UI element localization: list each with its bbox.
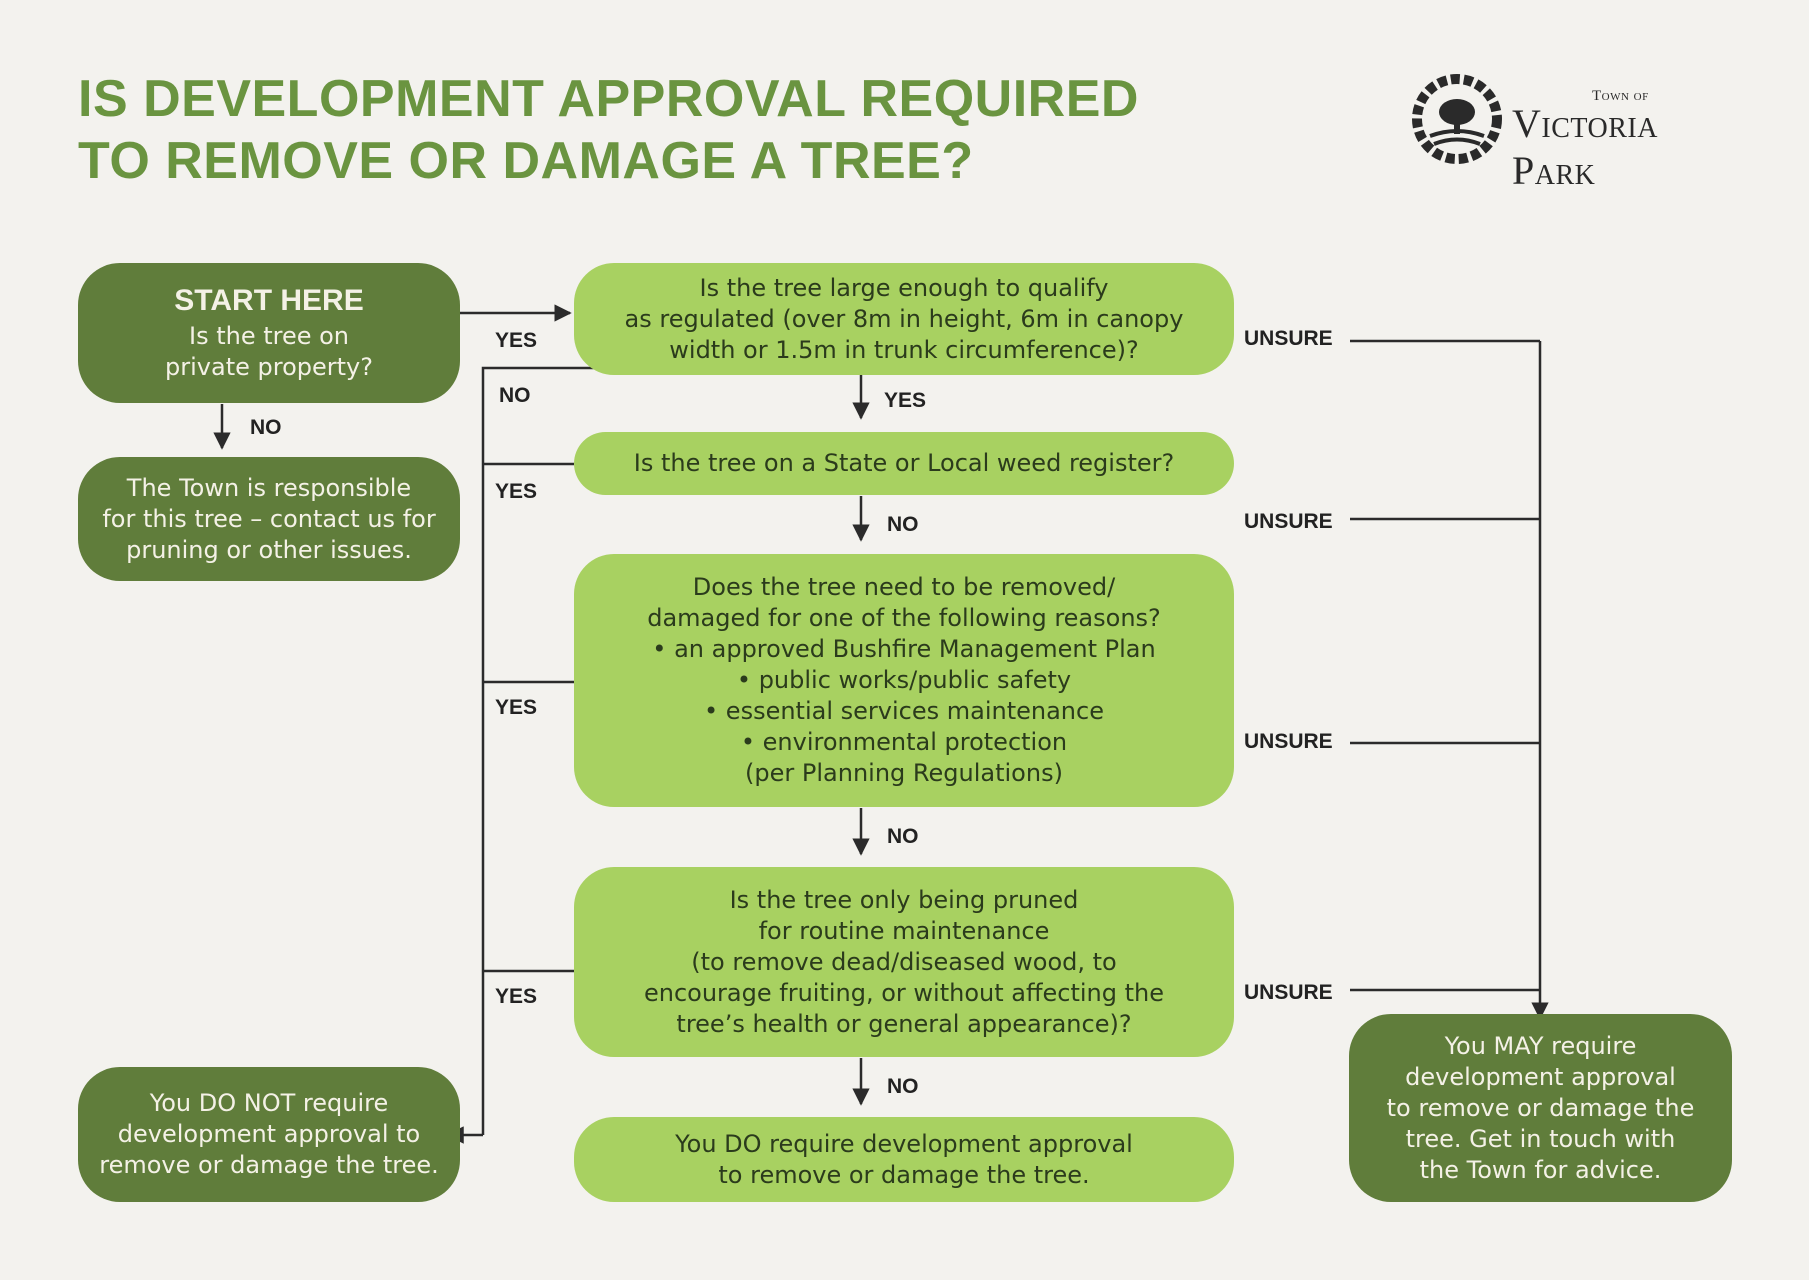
- question-2-line: Is the tree on a State or Local weed reg…: [633, 449, 1175, 477]
- question-1-line: as regulated (over 8m in height, 6m in c…: [624, 304, 1184, 333]
- question-3-line: (per Planning Regulations): [745, 759, 1063, 787]
- start-line: Is the tree on: [188, 322, 350, 350]
- label-yes-q4: YES: [495, 985, 538, 1008]
- question-2-box: Is the tree on a State or Local weed reg…: [574, 432, 1234, 495]
- do-not-require-line: development approval to: [117, 1120, 421, 1148]
- question-3-line: • public works/public safety: [736, 666, 1072, 694]
- do-require-box: You DO require development approval to r…: [574, 1117, 1234, 1202]
- question-3-line: • essential services maintenance: [704, 697, 1104, 725]
- start-line: private property?: [165, 353, 373, 381]
- town-responsible-line: The Town is responsible: [126, 473, 412, 502]
- label-no-q2: NO: [887, 513, 919, 536]
- start-heading: START HERE: [174, 284, 364, 317]
- logo-town-of: Town of: [1592, 88, 1649, 104]
- label-yes-q3: YES: [495, 696, 538, 719]
- title-line-2: TO REMOVE OR DAMAGE A TREE?: [78, 132, 974, 190]
- question-4-line: encourage fruiting, or without affecting…: [643, 978, 1165, 1007]
- may-require-line: the Town for advice.: [1419, 1155, 1662, 1184]
- do-not-require-box: You DO NOT require development approval …: [78, 1067, 460, 1202]
- tree-sun-logo-icon: [1412, 74, 1502, 164]
- question-1-line: width or 1.5m in trunk circumference)?: [669, 335, 1139, 364]
- label-no-q1: NO: [499, 384, 531, 407]
- start-box: START HERE Is the tree on private proper…: [78, 263, 460, 403]
- question-4-line: tree’s health or general appearance)?: [676, 1009, 1132, 1038]
- do-not-require-line: You DO NOT require: [149, 1089, 389, 1117]
- label-no-q3: NO: [887, 825, 919, 848]
- trunk-left: [481, 366, 594, 1135]
- label-unsure-q1: UNSURE: [1244, 327, 1333, 350]
- label-yes-start: YES: [495, 329, 538, 352]
- question-4-line: Is the tree only being pruned: [729, 885, 1079, 914]
- question-4-box: Is the tree only being pruned for routin…: [574, 867, 1234, 1057]
- question-4-line: (to remove dead/diseased wood, to: [691, 947, 1117, 976]
- question-3-box: Does the tree need to be removed/ damage…: [574, 554, 1234, 807]
- label-yes-q2: YES: [495, 480, 538, 503]
- town-responsible-line: for this tree – contact us for: [102, 504, 436, 533]
- may-require-line: development approval: [1405, 1062, 1676, 1091]
- question-3-line: damaged for one of the following reasons…: [647, 604, 1161, 632]
- label-no-q4: NO: [887, 1075, 919, 1098]
- label-no-start: NO: [250, 416, 282, 439]
- do-require-line: to remove or damage the tree.: [718, 1160, 1090, 1189]
- logo-victoria-park: Victoria Park: [1512, 101, 1658, 193]
- question-3-line: • environmental protection: [740, 728, 1068, 756]
- title-line-1: IS DEVELOPMENT APPROVAL REQUIRED: [78, 70, 1139, 128]
- may-require-box: You MAY require development approval to …: [1349, 1014, 1732, 1202]
- may-require-line: to remove or damage the: [1386, 1093, 1695, 1122]
- question-4-line: for routine maintenance: [758, 916, 1050, 945]
- town-responsible-line: pruning or other issues.: [126, 535, 412, 564]
- do-not-require-line: remove or damage the tree.: [99, 1151, 439, 1179]
- may-require-line: You MAY require: [1444, 1031, 1637, 1060]
- label-unsure-q3: UNSURE: [1244, 730, 1333, 753]
- label-unsure-q4: UNSURE: [1244, 981, 1333, 1004]
- town-logo: Town of Victoria Park: [1412, 74, 1742, 193]
- page-title: IS DEVELOPMENT APPROVAL REQUIRED TO REMO…: [78, 68, 1139, 192]
- do-require-line: You DO require development approval: [675, 1129, 1133, 1158]
- label-yes-q1: YES: [884, 389, 927, 412]
- question-3-line: • an approved Bushfire Management Plan: [652, 635, 1156, 663]
- question-1-box: Is the tree large enough to qualify as r…: [574, 263, 1234, 375]
- question-3-line: Does the tree need to be removed/: [692, 573, 1116, 601]
- may-require-line: tree. Get in touch with: [1405, 1124, 1676, 1153]
- question-1-line: Is the tree large enough to qualify: [699, 273, 1109, 302]
- label-unsure-q2: UNSURE: [1244, 510, 1333, 533]
- town-responsible-box: The Town is responsible for this tree – …: [78, 457, 460, 581]
